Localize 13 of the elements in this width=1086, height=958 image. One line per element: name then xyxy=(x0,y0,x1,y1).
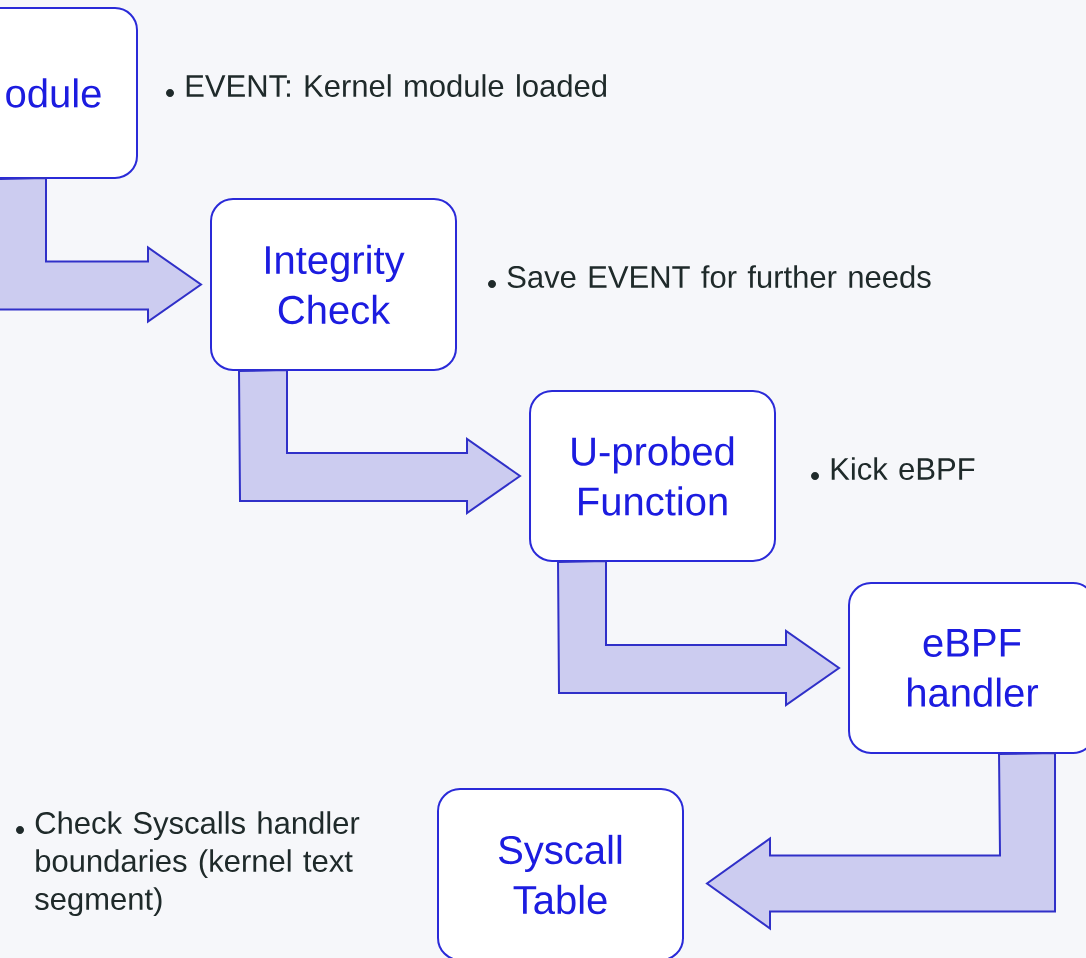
process-box: Integrity Check xyxy=(210,198,457,371)
process-box: U-probed Function xyxy=(529,390,776,562)
block-arrow xyxy=(705,752,1056,931)
process-box: odule xyxy=(0,7,138,179)
bullet-item: Kick eBPF xyxy=(811,457,975,480)
block-arrow xyxy=(0,176,203,324)
block-arrow xyxy=(557,560,841,707)
block-arrow xyxy=(238,368,522,515)
process-box: Syscall Table xyxy=(437,788,684,958)
bullet-item: EVENT: Kernel module loaded xyxy=(166,74,607,97)
bullet-item: Check Syscalls handler boundaries (kernel text segment) xyxy=(16,811,360,917)
process-box: eBPF handler xyxy=(848,582,1086,754)
bullet-item: Save EVENT for further needs xyxy=(488,265,931,288)
